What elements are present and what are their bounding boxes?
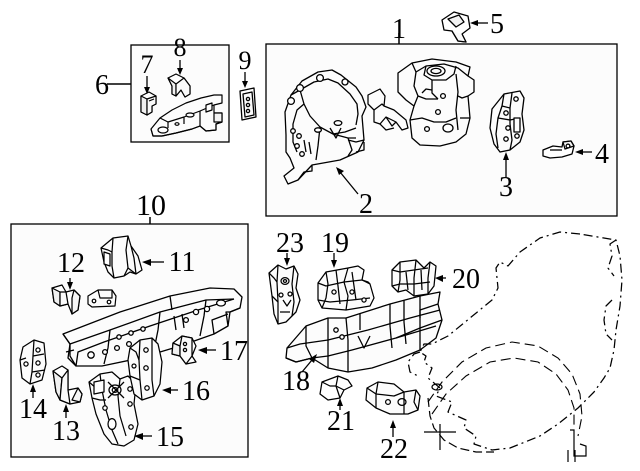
part-fender-front-fender-outline[interactable] <box>407 231 623 451</box>
part-5-leader <box>470 20 488 26</box>
callout-label-14: 14 <box>19 394 47 425</box>
part-19-rail-extension-bracket[interactable] <box>317 265 375 311</box>
callout-label-18: 18 <box>282 366 310 397</box>
part-19-leader <box>331 253 337 268</box>
part-4-small-mount-bracket[interactable] <box>542 140 575 159</box>
part-fender-wheel-arch-inner[interactable] <box>427 341 583 437</box>
callout-label-5: 5 <box>490 9 504 40</box>
callout-label-6: 6 <box>95 70 109 101</box>
part-23-side-reinforcement-panel[interactable] <box>268 264 301 325</box>
callout-label-1: 1 <box>392 14 406 45</box>
part-20-leader <box>435 275 446 282</box>
callout-labels: 1 2 3 4 5 6 7 8 9 10 11 12 13 14 15 16 1… <box>19 9 609 465</box>
callout-label-20: 20 <box>452 264 480 295</box>
part-16-rail-rear-reinforcement[interactable] <box>127 337 163 401</box>
callout-label-13: 13 <box>52 416 80 447</box>
part-fender-details[interactable] <box>424 383 587 462</box>
part-9-leader <box>242 72 248 88</box>
part-3-hinge-pillar-reinforcement[interactable] <box>489 90 525 153</box>
callout-label-11: 11 <box>169 247 196 278</box>
part-8-rail-bracket-angled[interactable] <box>167 73 191 98</box>
part-12b-cap-piece[interactable] <box>87 289 117 308</box>
part-17-leader <box>198 347 216 354</box>
callout-label-12: 12 <box>57 248 85 279</box>
part-8-leader <box>177 60 183 75</box>
part-2c-shock-tower-assembly[interactable] <box>397 58 475 147</box>
part-22-lower-tie-bracket[interactable] <box>365 381 421 415</box>
part-15-lower-pillar-reinforcement[interactable] <box>88 371 139 447</box>
part-18-leader <box>301 354 317 373</box>
callout-label-23: 23 <box>276 228 304 259</box>
part-9-reinforcement-plate[interactable] <box>239 87 257 121</box>
callout-label-21: 21 <box>327 406 355 437</box>
part-2-leader <box>336 167 359 195</box>
part-2-wheelhouse-inner-panel[interactable] <box>283 69 367 185</box>
callout-label-2: 2 <box>359 189 373 220</box>
part-11-leader <box>142 259 164 266</box>
part-12-angle-bracket[interactable] <box>51 284 81 315</box>
part-15-leader <box>134 433 152 440</box>
part-20-rail-stiffener[interactable] <box>391 259 437 297</box>
part-11-rail-front-bracket[interactable] <box>100 235 143 279</box>
callout-label-15: 15 <box>156 422 184 453</box>
callout-label-10: 10 <box>136 189 166 222</box>
part-16-leader <box>162 387 178 394</box>
callout-label-7: 7 <box>141 50 154 79</box>
part-14-mounting-plate[interactable] <box>19 339 47 385</box>
part-7-rail-bracket-small[interactable] <box>140 91 157 116</box>
part-21-small-tab-bracket[interactable] <box>319 375 353 401</box>
callout-label-3: 3 <box>499 172 513 203</box>
callout-label-19: 19 <box>321 228 349 259</box>
part-6-upper-rail-assembly[interactable] <box>150 94 223 137</box>
part-13-leader <box>63 404 69 418</box>
callout-label-17: 17 <box>220 336 248 367</box>
part-10-front-side-rail-assembly[interactable] <box>62 287 243 367</box>
callout-label-8: 8 <box>174 33 187 62</box>
part-14-leader <box>30 384 36 398</box>
part-3-leader <box>503 152 509 178</box>
part-22-leader <box>390 420 396 437</box>
part-12-leader <box>67 278 73 290</box>
callout-label-16: 16 <box>182 376 210 407</box>
part-17-small-gusset[interactable] <box>171 335 197 365</box>
part-18-front-crossmember-assembly[interactable] <box>285 291 443 373</box>
part-4-leader <box>575 149 592 155</box>
part-13-small-clip-bracket[interactable] <box>52 365 83 405</box>
callout-label-4: 4 <box>595 139 609 170</box>
part-7-leader <box>144 76 150 94</box>
part-23-leader <box>284 253 290 266</box>
part-2b-wheelhouse-brace[interactable] <box>367 88 409 131</box>
part-21-leader <box>337 398 343 410</box>
callout-label-9: 9 <box>239 46 252 75</box>
part-5-upper-corner-bracket[interactable] <box>441 11 471 43</box>
callout-label-22: 22 <box>380 434 408 465</box>
